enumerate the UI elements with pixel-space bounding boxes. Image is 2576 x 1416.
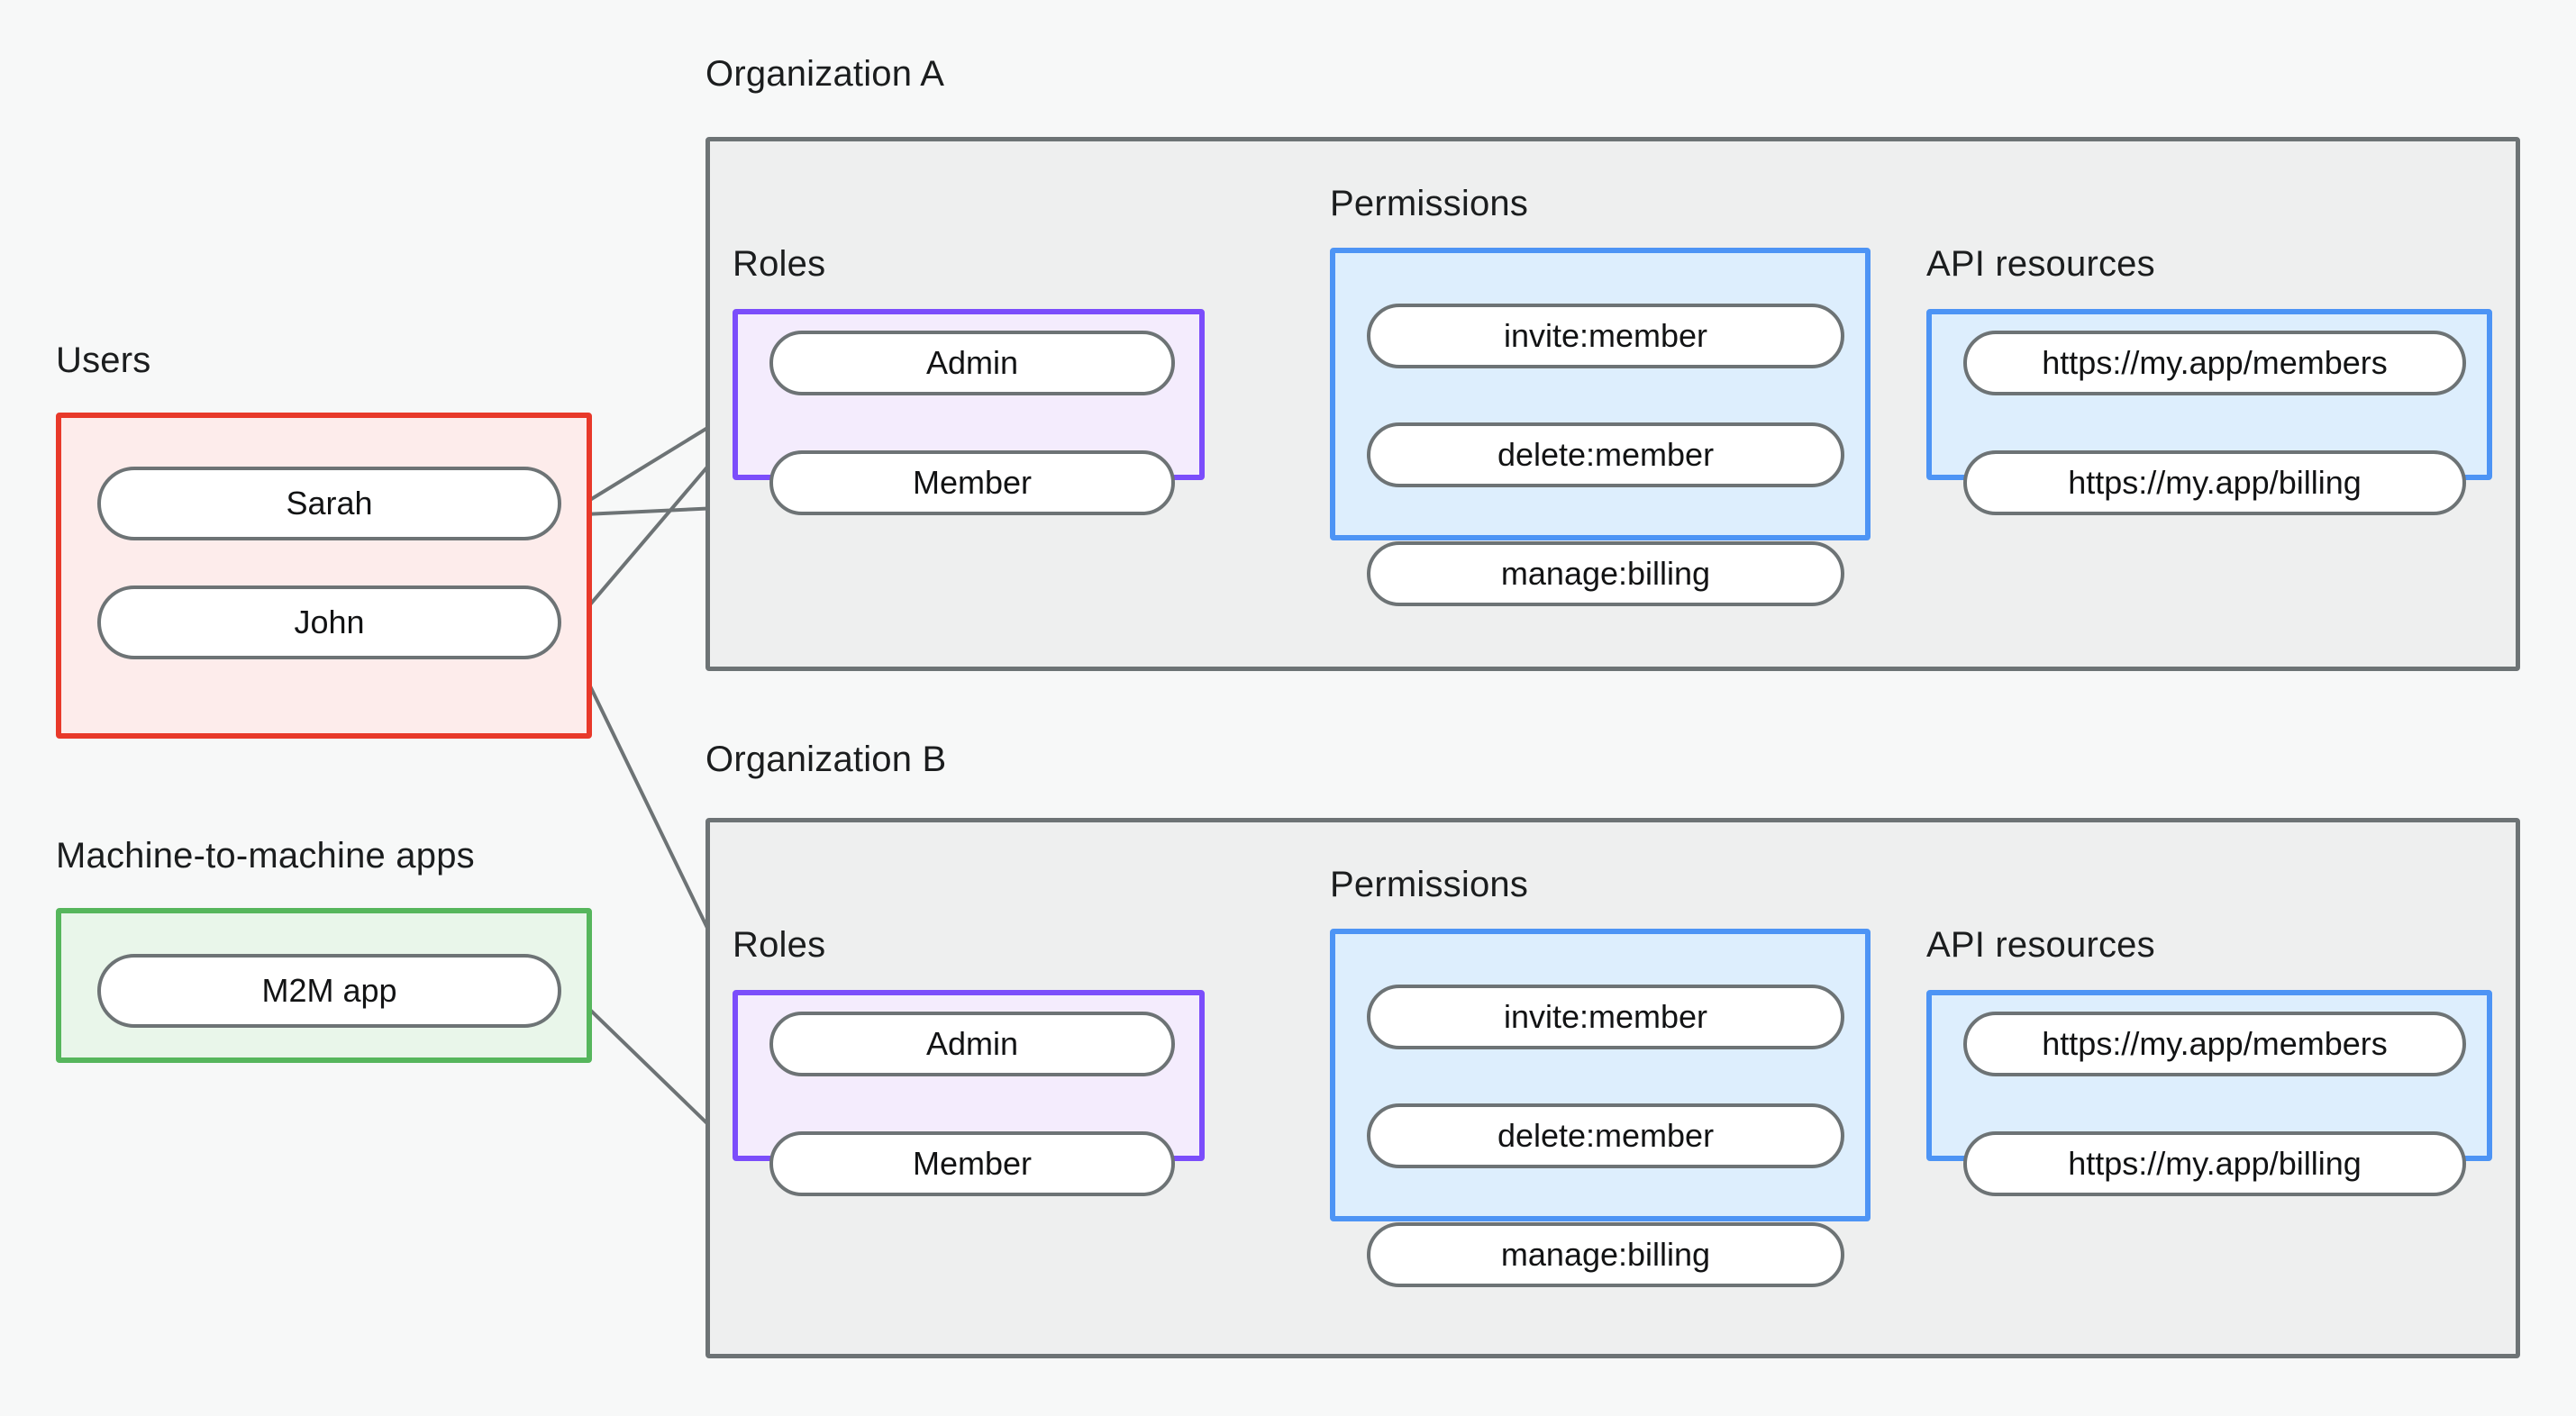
org-a-api-label: API resources (1926, 244, 2155, 284)
api-node-a-members[interactable]: https://my.app/members (1963, 331, 2466, 395)
org-b-container: Roles Admin Member Permissions invite:me… (705, 818, 2520, 1358)
org-a-label: Organization A (705, 54, 945, 94)
org-b-roles-label: Roles (733, 925, 826, 965)
user-node-john[interactable]: John (97, 585, 561, 659)
users-container: Sarah John (56, 413, 592, 739)
api-node-b-billing[interactable]: https://my.app/billing (1963, 1131, 2466, 1196)
org-b-permissions-label: Permissions (1330, 865, 1529, 904)
permission-node-b-delete[interactable]: delete:member (1367, 1103, 1844, 1168)
m2m-group-label: Machine-to-machine apps (56, 836, 475, 876)
org-a-api-container: https://my.app/members https://my.app/bi… (1926, 309, 2492, 515)
org-b-permissions-container: invite:member delete:member manage:billi… (1330, 929, 1871, 1287)
permission-node-a-billing[interactable]: manage:billing (1367, 541, 1844, 606)
user-node-sarah[interactable]: Sarah (97, 467, 561, 540)
role-node-a-member[interactable]: Member (769, 450, 1175, 515)
org-a-roles-container: Admin Member (733, 309, 1205, 515)
org-a-roles-label: Roles (733, 244, 826, 284)
org-b-roles-container: Admin Member (733, 990, 1205, 1196)
permission-node-a-invite[interactable]: invite:member (1367, 304, 1844, 368)
api-node-b-members[interactable]: https://my.app/members (1963, 1012, 2466, 1076)
role-node-a-admin[interactable]: Admin (769, 331, 1175, 395)
permission-node-a-delete[interactable]: delete:member (1367, 422, 1844, 487)
org-b-api-label: API resources (1926, 925, 2155, 965)
org-b-api-container: https://my.app/members https://my.app/bi… (1926, 990, 2492, 1196)
m2m-container: M2M app (56, 908, 592, 1063)
users-group-label: Users (56, 340, 151, 380)
org-a-permissions-label: Permissions (1330, 184, 1529, 223)
permission-node-b-billing[interactable]: manage:billing (1367, 1222, 1844, 1287)
role-node-b-admin[interactable]: Admin (769, 1012, 1175, 1076)
org-a-container: Roles Admin Member Permissions invite:me… (705, 137, 2520, 671)
api-node-a-billing[interactable]: https://my.app/billing (1963, 450, 2466, 515)
org-a-permissions-container: invite:member delete:member manage:billi… (1330, 248, 1871, 606)
permission-node-b-invite[interactable]: invite:member (1367, 985, 1844, 1049)
m2m-node-app[interactable]: M2M app (97, 954, 561, 1028)
org-b-label: Organization B (705, 740, 947, 779)
role-node-b-member[interactable]: Member (769, 1131, 1175, 1196)
